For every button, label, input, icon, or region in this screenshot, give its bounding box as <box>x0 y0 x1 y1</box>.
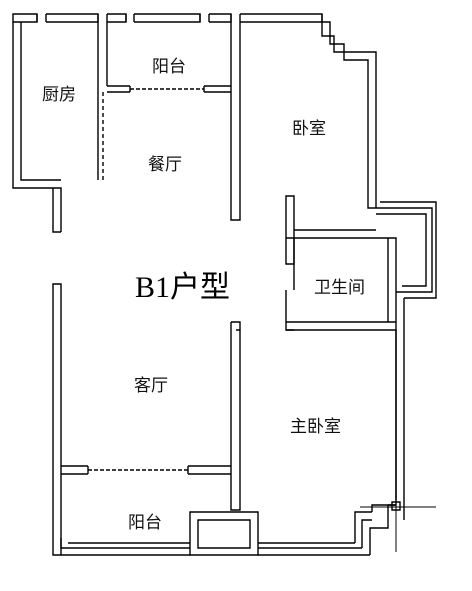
room-label-master-bedroom: 主卧室 <box>290 417 341 437</box>
room-label-living: 客厅 <box>134 376 168 396</box>
room-label-balcony-bottom: 阳台 <box>128 513 162 533</box>
room-label-dining: 餐厅 <box>148 155 182 175</box>
room-label-bedroom: 卧室 <box>292 119 326 139</box>
walls <box>12 13 437 556</box>
plan-title: B1户型 <box>135 271 231 304</box>
room-label-balcony-top: 阳台 <box>152 57 186 77</box>
room-label-kitchen: 厨房 <box>42 85 76 105</box>
room-label-bathroom: 卫生间 <box>314 278 365 298</box>
